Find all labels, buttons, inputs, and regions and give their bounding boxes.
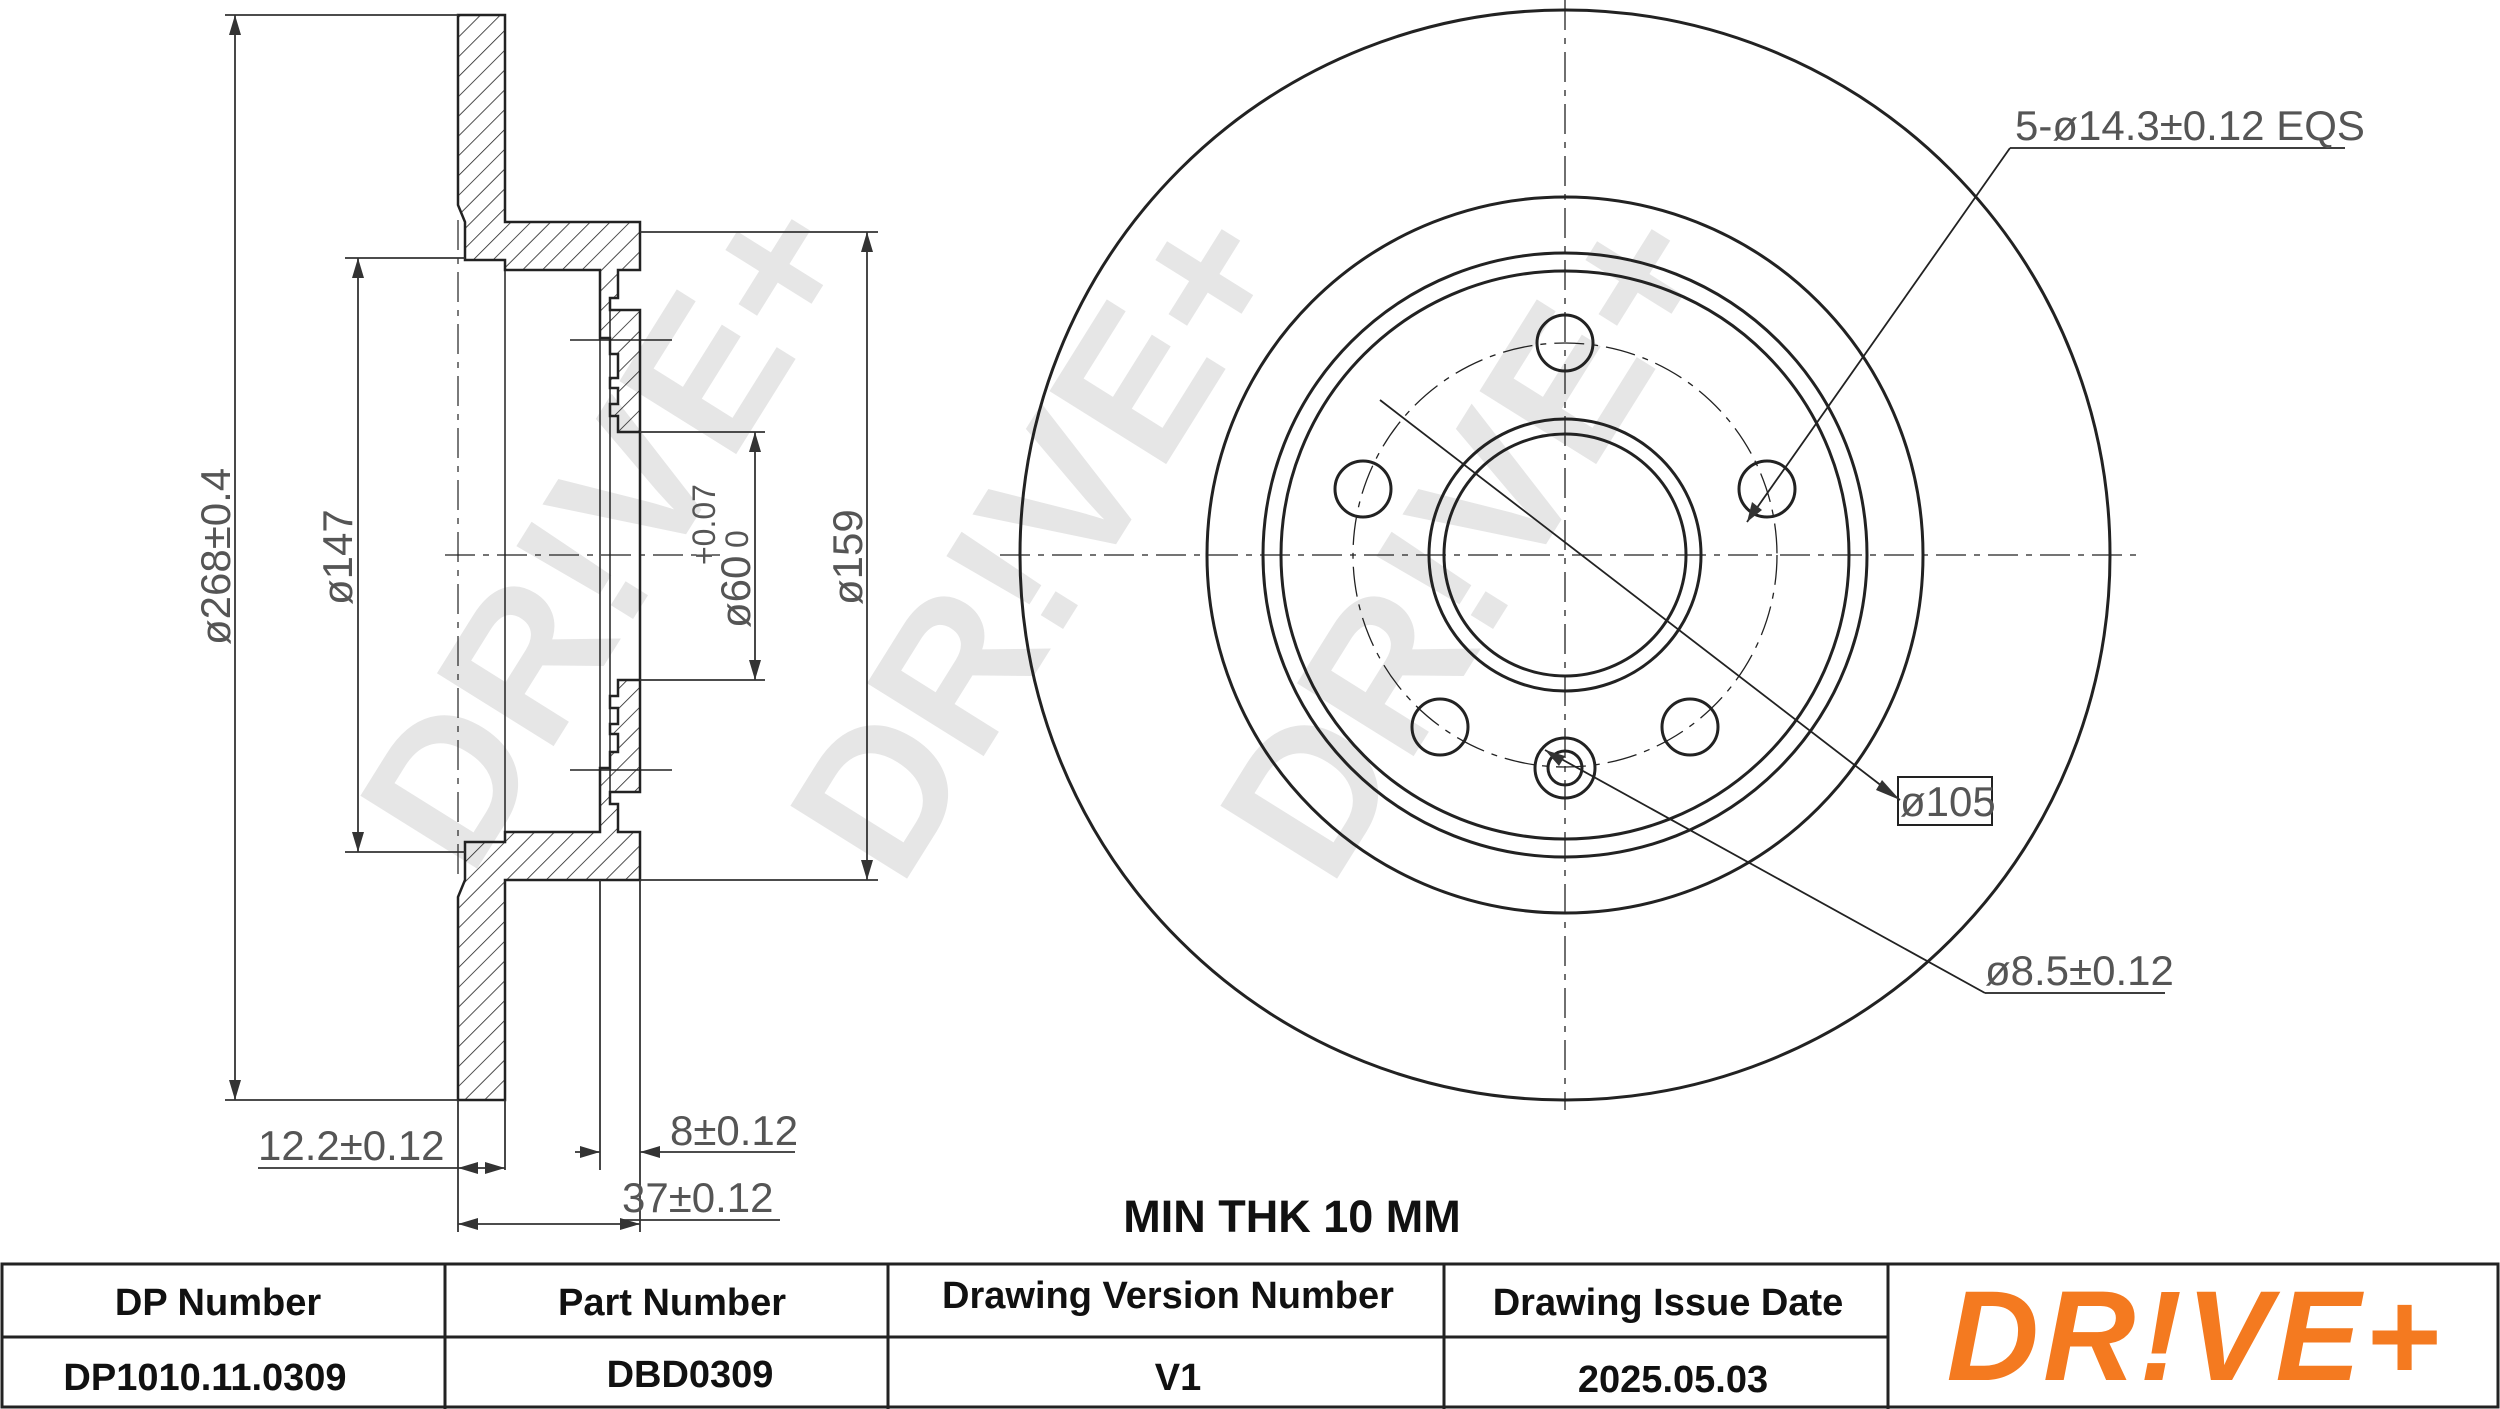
value-dp-number: DP1010.11.0309	[63, 1357, 346, 1399]
value-part-number: DBD0309	[607, 1354, 774, 1396]
title-block	[0, 1262, 2500, 1409]
min-thickness-note: MIN THK 10 MM	[1123, 1191, 1461, 1242]
dim-center-bore: ø60	[712, 556, 759, 628]
section-dimensions	[225, 14, 878, 1232]
header-issue-date: Drawing Issue Date	[1493, 1282, 1844, 1324]
bolt-hole-4	[1410, 697, 1470, 757]
header-drawing-version: Drawing Version Number	[942, 1275, 1394, 1317]
dim-center-bore-upper-tol: +0.07	[686, 484, 722, 565]
pcd-label-box	[1897, 776, 1993, 826]
dim-hat-depth: 8±0.12	[670, 1107, 798, 1154]
front-arrows	[1545, 502, 1900, 800]
value-drawing-version: V1	[1155, 1357, 1201, 1399]
bolt-hole-3	[1660, 697, 1720, 757]
section-arrows	[229, 15, 873, 1230]
header-part-number: Part Number	[558, 1282, 786, 1324]
front-view	[1000, 0, 2345, 1110]
dim-thickness: 12.2±0.12	[258, 1122, 445, 1169]
dim-bolt-holes: 5-ø14.3±0.12 EQS	[2015, 102, 2365, 149]
header-dp-number: DP Number	[115, 1282, 321, 1324]
dim-center-bore-lower-tol: 0	[719, 530, 755, 548]
dim-small-hole: ø8.5±0.12	[1985, 947, 2174, 994]
dim-overall-height: 37±0.12	[622, 1174, 774, 1221]
dim-159: ø159	[824, 509, 871, 605]
section-view	[445, 13, 720, 1102]
bolt-hole-2	[1737, 459, 1797, 519]
drive-logo: DR!VE+	[1947, 1265, 2444, 1408]
dim-147: ø147	[314, 509, 361, 605]
value-issue-date: 2025.05.03	[1578, 1359, 1768, 1401]
bolt-hole-5	[1333, 459, 1393, 519]
dim-pcd: ø105	[1900, 778, 1996, 825]
dim-outer-diameter: ø268±0.4	[192, 468, 239, 645]
